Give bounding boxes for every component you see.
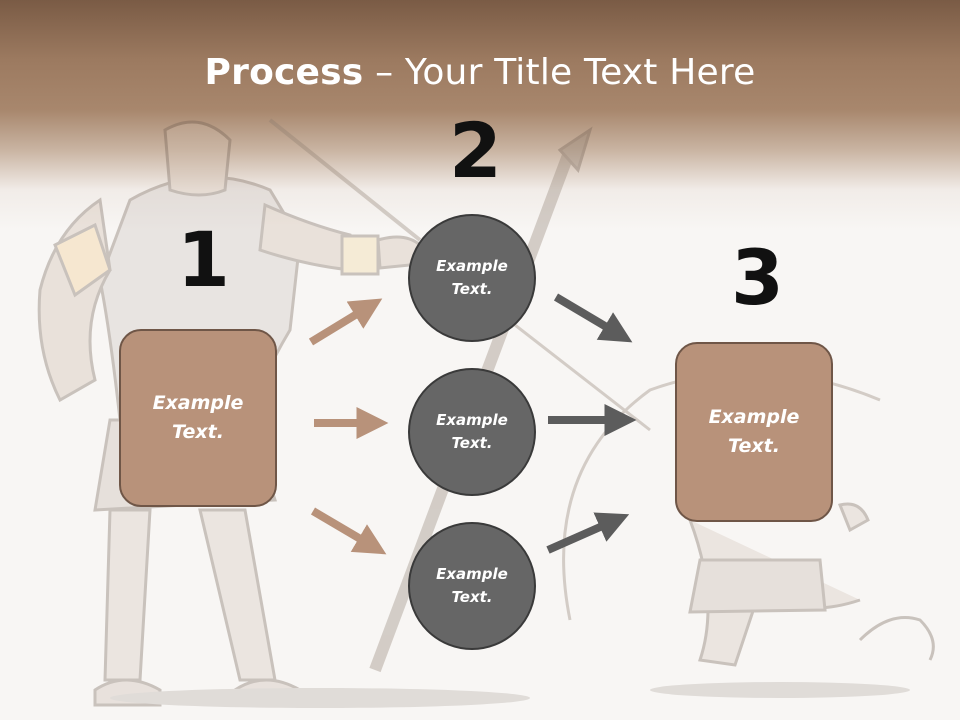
step-3-label-line1: Example: [708, 406, 800, 428]
arrow-1-to-top: [308, 298, 383, 346]
circle-bottom-line1: Example: [436, 565, 508, 583]
arrow-1-to-bottom: [310, 507, 387, 555]
arrow-top-to-3: [553, 293, 633, 343]
circle-bottom-line2: Text.: [451, 588, 493, 606]
step-2-circle-middle: Example Text.: [408, 368, 536, 496]
slide-title: Process – Your Title Text Here: [0, 52, 960, 93]
circle-middle-line1: Example: [436, 411, 508, 429]
step-3-box: Example Text.: [675, 342, 833, 522]
circle-top-line2: Text.: [451, 280, 493, 298]
step-3-label-line2: Text.: [728, 435, 780, 457]
step-2-circle-top: Example Text.: [408, 214, 536, 342]
step-2-circle-bottom: Example Text.: [408, 522, 536, 650]
step-number-1: 1: [177, 215, 230, 304]
arrow-bottom-to-3: [546, 512, 630, 554]
step-number-2: 2: [449, 106, 502, 195]
title-rest: – Your Title Text Here: [363, 52, 756, 93]
circle-top-line1: Example: [436, 257, 508, 275]
step-1-box: Example Text.: [119, 329, 277, 507]
title-bold: Process: [204, 52, 364, 93]
step-1-label-line1: Example: [152, 392, 244, 414]
circle-middle-line2: Text.: [451, 434, 493, 452]
step-1-label-line2: Text.: [172, 421, 224, 443]
step-number-3: 3: [731, 233, 784, 322]
